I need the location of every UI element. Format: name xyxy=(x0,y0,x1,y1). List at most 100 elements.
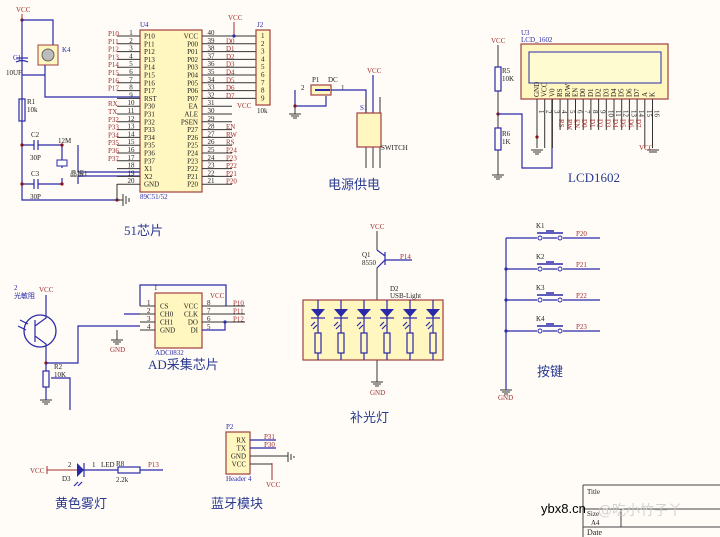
j2-connector xyxy=(255,29,271,106)
mcu-net-label: D4 xyxy=(226,69,235,77)
lcd-pin-number: 11 xyxy=(614,110,622,117)
j2-ref: J2 xyxy=(257,21,264,29)
mcu-pin-name: P32 xyxy=(144,118,155,126)
led-resistor xyxy=(314,332,322,354)
adc-pin-name: DI xyxy=(191,327,199,335)
mcu-section: VCC K4 C1 10UF R1 10k C2 30P C3 30P 12M … xyxy=(6,6,271,238)
lcd-pin-name: VCC xyxy=(541,82,549,97)
crystal-value: 12M xyxy=(58,137,72,145)
led-resistor xyxy=(360,332,368,354)
mcu-pin-number: 26 xyxy=(208,138,216,146)
r5-value: 10K xyxy=(502,75,514,83)
mcu-pin-name: P10 xyxy=(144,33,155,41)
key-contact xyxy=(537,266,543,272)
mcu-net-label: P16 xyxy=(108,77,119,85)
mcu-pin-number: 5 xyxy=(129,60,133,68)
lcd-pin-number: 6 xyxy=(576,110,584,114)
mcu-pin-name: P24 xyxy=(187,150,198,158)
d2-label: D2 xyxy=(390,285,399,293)
lcd-pin-number: 8 xyxy=(591,110,599,114)
bt-ref: P2 xyxy=(226,423,234,431)
r5-label: R5 xyxy=(502,67,511,75)
lcd-net-label: D4 xyxy=(611,119,619,128)
k4-button-cap xyxy=(41,48,55,62)
mcu-pin-name: P30 xyxy=(144,103,155,111)
lcd-pin-number: 13 xyxy=(629,110,637,118)
mcu-net-label: P34 xyxy=(108,131,119,139)
adc-pin-name: CH1 xyxy=(160,319,174,327)
j2-pin-number: 6 xyxy=(261,71,265,79)
bt-net-label: P31 xyxy=(264,433,275,441)
lcd-net-label: RW xyxy=(565,119,573,130)
mcu-pin-number: 36 xyxy=(208,60,216,68)
lcd-section: VCC R5 10K R6 1K U3 LCD_1602 GND1VCC2V03… xyxy=(491,29,669,185)
mcu-net-label: D1 xyxy=(226,45,235,53)
mcu-net-label: P14 xyxy=(108,61,119,69)
mcu-pin-name: P02 xyxy=(187,56,198,64)
mcu-net-label: P24 xyxy=(226,147,237,155)
mcu-pin-name: P12 xyxy=(144,48,155,56)
r1-label: R1 xyxy=(27,98,36,106)
p1-value: DC xyxy=(328,76,338,84)
mcu-pin-name: P27 xyxy=(187,126,198,134)
mcu-pin-name: X2 xyxy=(144,173,153,181)
junction xyxy=(504,329,508,333)
lcd-pin-number: 16 xyxy=(653,110,661,118)
vcc-label: VCC xyxy=(39,286,54,294)
key-contact xyxy=(557,235,563,241)
led-resistor xyxy=(337,332,345,354)
led-resistor xyxy=(406,332,414,354)
mcu-pin-number: 4 xyxy=(129,52,133,60)
led-resistor xyxy=(383,332,391,354)
mcu-pin-name: P37 xyxy=(144,157,155,165)
mcu-pin-name: P33 xyxy=(144,126,155,134)
key-label: K1 xyxy=(536,222,545,230)
mcu-net-label: D5 xyxy=(226,76,235,84)
bt-part: Header 4 xyxy=(226,475,252,483)
adc-pin-number: 4 xyxy=(147,323,151,331)
p14-net: P14 xyxy=(400,253,411,261)
key-contact xyxy=(537,235,543,241)
mcu-pin-name: P36 xyxy=(144,150,155,158)
adc-pin-name: CS xyxy=(160,303,169,311)
lcd-pin-name: V0 xyxy=(548,88,556,97)
mcu-pin-name: P05 xyxy=(187,79,198,87)
mcu-net-label: P22 xyxy=(226,162,237,170)
adc-chip xyxy=(154,292,203,349)
lcd-pin-number: 4 xyxy=(560,110,568,114)
mcu-net-label: P11 xyxy=(108,38,119,46)
mcu-pin-number: 10 xyxy=(128,99,136,107)
lcd-pin-number: 3 xyxy=(552,110,560,114)
lcd-net-label: D0 xyxy=(580,119,588,128)
mcu-pin-number: 25 xyxy=(208,146,216,154)
j2-pin-number: 8 xyxy=(261,87,265,95)
fog-section: VCC 2 1 D3 LED R8 2.2k P13 黄色雾灯 xyxy=(30,460,163,511)
lcd-pin-number: 5 xyxy=(568,110,576,114)
ldr-label: 光敏阻 xyxy=(14,291,35,300)
adc-pin-number: 7 xyxy=(207,307,211,315)
mcu-net-label: RW xyxy=(226,131,237,139)
mcu-net-label: P20 xyxy=(226,178,237,186)
led-icon xyxy=(426,309,440,317)
power-switch xyxy=(356,112,382,148)
crystal-label: 晶振1 xyxy=(70,169,88,178)
p1-label: P1 xyxy=(312,76,320,84)
mcu-pin-name: P06 xyxy=(187,87,198,95)
q1-label: Q1 xyxy=(362,251,371,259)
date-label: Date xyxy=(587,528,603,537)
vcc-label: VCC xyxy=(228,14,243,22)
mcu-pin-number: 14 xyxy=(128,130,136,138)
mcu-pin-number: 21 xyxy=(208,177,216,185)
adc-part: ADC0832 xyxy=(155,349,184,357)
adc-pin-number: 2 xyxy=(147,307,151,315)
mcu-net-label: P23 xyxy=(226,154,237,162)
mcu-pin-number: 6 xyxy=(129,68,133,76)
mcu-net-label: P13 xyxy=(108,53,119,61)
bt-header xyxy=(225,431,251,475)
lcd-pin-number: 9 xyxy=(599,110,607,114)
light-rays-icon xyxy=(333,321,341,330)
mcu-pin-name: P07 xyxy=(187,95,198,103)
mcu-net-label: P17 xyxy=(108,85,119,93)
